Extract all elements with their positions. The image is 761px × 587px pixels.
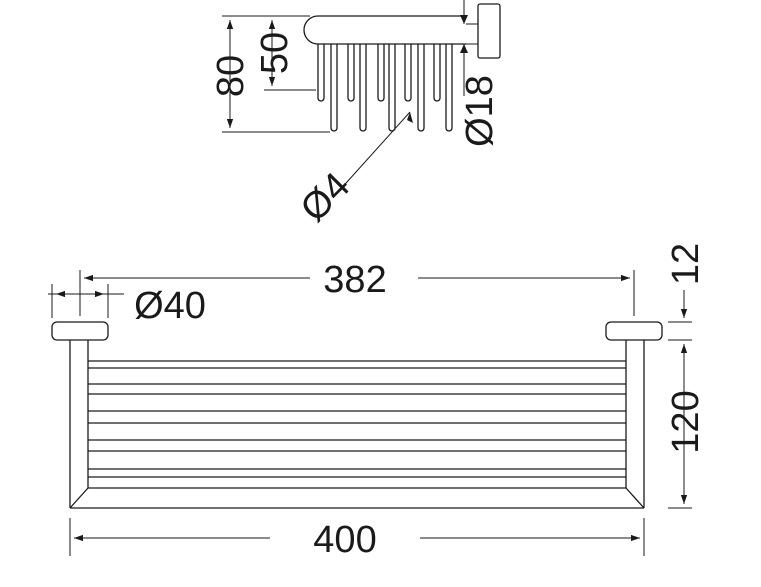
dim-400-label: 400 (313, 519, 376, 561)
dim-80-label: 80 (210, 55, 252, 97)
dim-120-label: 120 (665, 390, 707, 453)
front-view (48, 270, 692, 556)
dim-50-label: 50 (254, 32, 296, 74)
side-rosette (477, 3, 501, 59)
dim-382-label: 382 (323, 259, 386, 301)
dim-12-label: 12 (665, 243, 707, 285)
side-rods (317, 44, 453, 132)
side-view (222, 0, 501, 193)
front-left-rosette (51, 321, 109, 341)
dim-diameter-40-label: Ø40 (134, 285, 206, 327)
dim-diameter-18-label: Ø18 (459, 75, 501, 147)
front-shelf-bars (88, 360, 626, 478)
side-top-rail (303, 15, 466, 45)
front-right-rosette (605, 321, 663, 341)
dim-diameter-4-label: Ø4 (293, 165, 359, 231)
